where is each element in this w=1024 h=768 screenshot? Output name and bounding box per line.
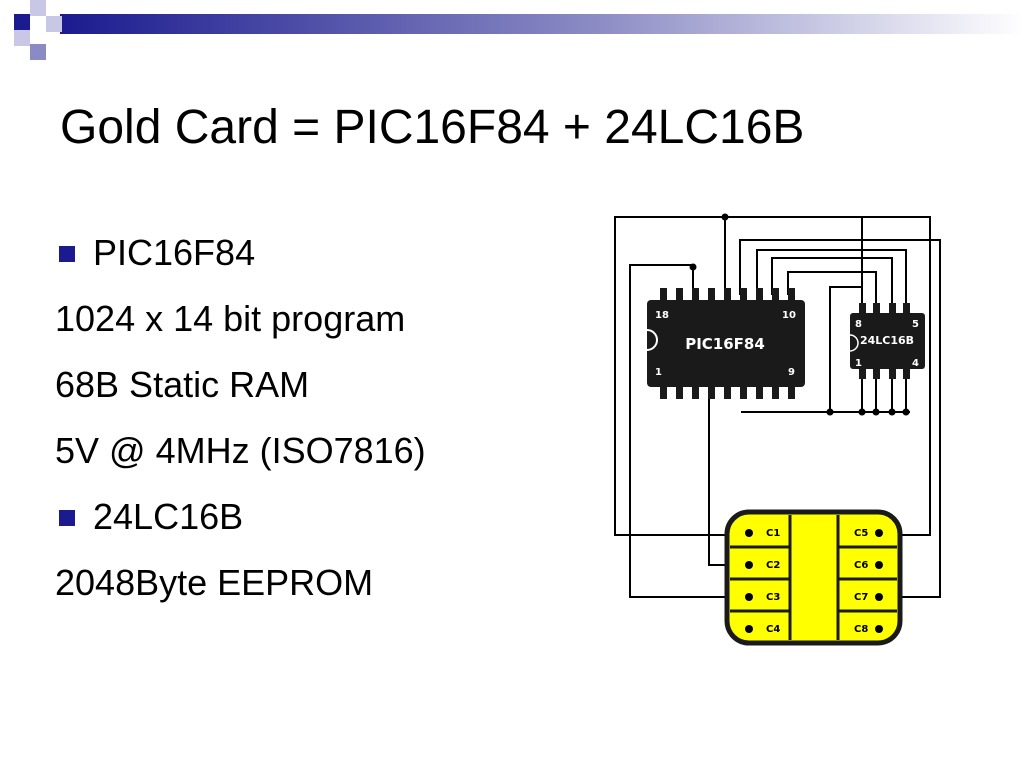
list-item-text: 5V @ 4MHz (ISO7816): [55, 430, 426, 471]
pad-label-c3: C3: [766, 592, 780, 603]
slide-title: Gold Card = PIC16F84 + 24LC16B: [60, 101, 805, 154]
pad-label-c6: C6: [854, 560, 868, 571]
pic-pin-label: 18: [655, 310, 669, 321]
list-item-text: 68B Static RAM: [55, 364, 310, 405]
pic16f84-chip: PIC16F84 18 10 1 9: [646, 288, 805, 399]
list-item: 5V @ 4MHz (ISO7816): [55, 418, 615, 484]
pad-label-c4: C4: [766, 624, 780, 635]
pic-pin-label: 1: [655, 367, 662, 378]
list-item-text: 2048Byte EEPROM: [55, 562, 374, 603]
list-item-text: 1024 x 14 bit program: [55, 298, 406, 339]
pad-label-c7: C7: [854, 592, 868, 603]
pad-label-c5: C5: [854, 528, 868, 539]
circuit-wires: [614, 216, 941, 598]
pad-label-c1: C1: [766, 528, 780, 539]
eeprom-pin-label: 4: [912, 358, 919, 369]
pic-pin-label: 9: [788, 367, 795, 378]
bullet-square-icon: [59, 510, 75, 526]
circuit-diagram: PIC16F84 18 10 1 9 24LC16B 8 5 1 4: [614, 213, 941, 646]
24lc16b-chip: 24LC16B 8 5 1 4: [849, 303, 925, 379]
pic-label: PIC16F84: [685, 335, 765, 353]
list-item: 24LC16B: [55, 484, 615, 550]
corner-decoration: [14, 0, 1024, 60]
pad-label-c2: C2: [766, 560, 780, 571]
eeprom-pin-label: 5: [912, 319, 919, 330]
bullet-square-icon: [59, 246, 75, 262]
eeprom-label: 24LC16B: [860, 334, 914, 347]
eeprom-pin-label: 8: [855, 319, 862, 330]
list-item-text: PIC16F84: [93, 232, 256, 273]
junction-dots: [689, 213, 910, 416]
list-item: 2048Byte EEPROM: [55, 550, 615, 616]
bullet-list: PIC16F84 1024 x 14 bit program 68B Stati…: [55, 220, 615, 616]
smart-card-contacts: C1 C2 C3 C4 C5 C6 C7 C8: [724, 509, 903, 646]
list-item: 1024 x 14 bit program: [55, 286, 615, 352]
list-item: PIC16F84: [55, 220, 615, 286]
pic-pin-label: 10: [782, 310, 796, 321]
list-item-text: 24LC16B: [93, 496, 244, 537]
eeprom-pins: [859, 303, 910, 379]
pic-pins: [660, 288, 795, 399]
pad-label-c8: C8: [854, 624, 868, 635]
list-item: 68B Static RAM: [55, 352, 615, 418]
eeprom-pin-label: 1: [855, 358, 862, 369]
